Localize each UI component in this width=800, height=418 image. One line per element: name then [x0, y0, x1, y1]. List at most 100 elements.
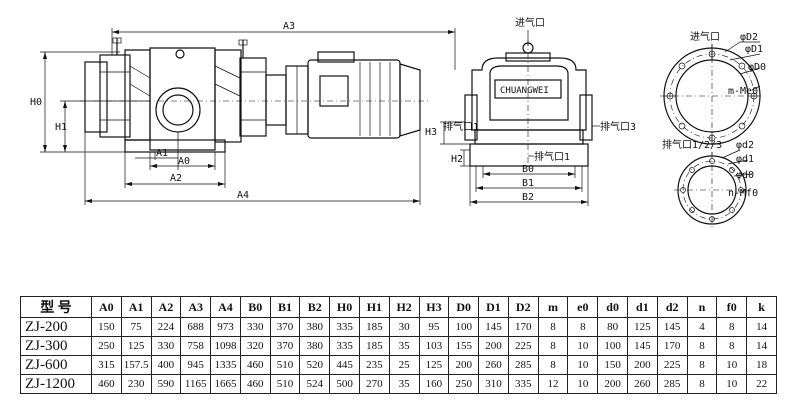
table-cell: 12	[537, 374, 569, 394]
table-cell: 370	[269, 317, 301, 337]
table-cell: 160	[418, 374, 450, 394]
table-cell: 170	[507, 317, 539, 337]
table-cell: 260	[478, 355, 509, 375]
table-cell: 25	[388, 355, 420, 375]
table-header-cell: H3	[418, 296, 450, 318]
table-cell: 335	[329, 336, 360, 356]
table-cell: 157.5	[120, 355, 152, 375]
table-cell: 14	[746, 317, 777, 337]
table-cell: 460	[90, 374, 122, 394]
inlet-mme0-label: m-Me0	[728, 86, 758, 97]
table-cell: 200	[627, 355, 658, 375]
table-cell: 688	[180, 317, 212, 337]
table-cell: 250	[90, 336, 122, 356]
table-cell: 80	[597, 317, 628, 337]
table-cell: 100	[448, 317, 480, 337]
table-cell: 185	[358, 317, 390, 337]
table-cell: 8	[716, 336, 748, 356]
dim-label-b2: B2	[522, 192, 534, 203]
dim-label-a0: A0	[178, 156, 190, 167]
table-header-cell: B0	[239, 296, 271, 318]
model-cell: ZJ-200	[20, 317, 92, 337]
dim-label-h1: H1	[55, 122, 67, 133]
table-cell: 1098	[210, 336, 241, 356]
technical-drawing: A3 H0 H1	[30, 16, 766, 228]
exhaust-d1-label: φd1	[736, 154, 754, 165]
table-header-cell: m	[537, 296, 569, 318]
dim-label-h3: H3	[425, 127, 437, 138]
table-cell: 8	[686, 336, 718, 356]
table-cell: 155	[448, 336, 480, 356]
dim-label-a1: A1	[156, 148, 168, 159]
table-cell: 8	[686, 355, 718, 375]
table-header-cell: d0	[597, 296, 628, 318]
table-cell: 103	[418, 336, 450, 356]
table-cell: 8	[537, 336, 569, 356]
table-cell: 310	[478, 374, 509, 394]
dim-label-a3: A3	[283, 21, 295, 32]
table-cell: 145	[627, 336, 658, 356]
table-cell: 1335	[210, 355, 241, 375]
table-cell: 758	[180, 336, 212, 356]
table-cell: 520	[299, 355, 331, 375]
table-cell: 524	[299, 374, 331, 394]
table-cell: 224	[150, 317, 182, 337]
table-header-cell: D0	[448, 296, 480, 318]
table-cell: 4	[686, 317, 718, 337]
table-cell: 335	[507, 374, 539, 394]
table-cell: 1665	[210, 374, 241, 394]
table-cell: 380	[299, 336, 331, 356]
table-cell: 510	[269, 355, 301, 375]
table-cell: 125	[120, 336, 152, 356]
table-header-cell: e0	[567, 296, 599, 318]
table-cell: 945	[180, 355, 212, 375]
table-cell: 270	[358, 374, 390, 394]
table-cell: 100	[597, 336, 628, 356]
model-cell: ZJ-300	[20, 336, 92, 356]
exhaust-flange-label: 排气口1/2/3	[662, 138, 722, 151]
table-cell: 8	[567, 317, 599, 337]
table-header-cell: B1	[269, 296, 301, 318]
table-header-cell: d2	[656, 296, 688, 318]
table-cell: 10	[567, 336, 599, 356]
table-cell: 285	[507, 355, 539, 375]
table-header-cell: f0	[716, 296, 748, 318]
table-cell: 145	[478, 317, 509, 337]
table-cell: 500	[329, 374, 360, 394]
table-cell: 150	[597, 355, 628, 375]
table-cell: 30	[388, 317, 420, 337]
table-cell: 10	[567, 355, 599, 375]
table-cell: 320	[239, 336, 271, 356]
table-cell: 445	[329, 355, 360, 375]
table-header-cell: A4	[210, 296, 241, 318]
inlet-d0-label: φD0	[748, 62, 766, 73]
dim-label-a2: A2	[170, 173, 182, 184]
table-cell: 8	[716, 317, 748, 337]
dim-label-b1: B1	[522, 178, 534, 189]
front-view: A3 H0 H1	[30, 21, 456, 205]
table-cell: 75	[120, 317, 152, 337]
exhaust-flange: 排气口1/2/3 φd2 φd1 φd0 n-Mf0	[662, 138, 758, 228]
table-header-cell: A0	[90, 296, 122, 318]
table-cell: 10	[716, 374, 748, 394]
table-cell: 260	[627, 374, 658, 394]
table-header-cell: H0	[329, 296, 360, 318]
table-cell: 10	[567, 374, 599, 394]
table-cell: 973	[210, 317, 241, 337]
table-cell: 400	[150, 355, 182, 375]
dim-label-h2: H2	[451, 154, 463, 165]
table-cell: 460	[239, 355, 271, 375]
inlet-label: 进气口	[515, 16, 545, 29]
table-header-cell: D2	[507, 296, 539, 318]
model-cell: ZJ-1200	[20, 374, 92, 394]
dim-label-b0: B0	[522, 164, 534, 175]
exhaust-1-label: 排气口1	[534, 150, 570, 163]
table-cell: 8	[686, 374, 718, 394]
inlet-flange-label: 进气口	[690, 30, 720, 43]
table-cell: 335	[329, 317, 360, 337]
table-header-cell: 型 号	[20, 296, 92, 318]
table-cell: 125	[627, 317, 658, 337]
table-cell: 200	[448, 355, 480, 375]
table-cell: 18	[746, 355, 777, 375]
